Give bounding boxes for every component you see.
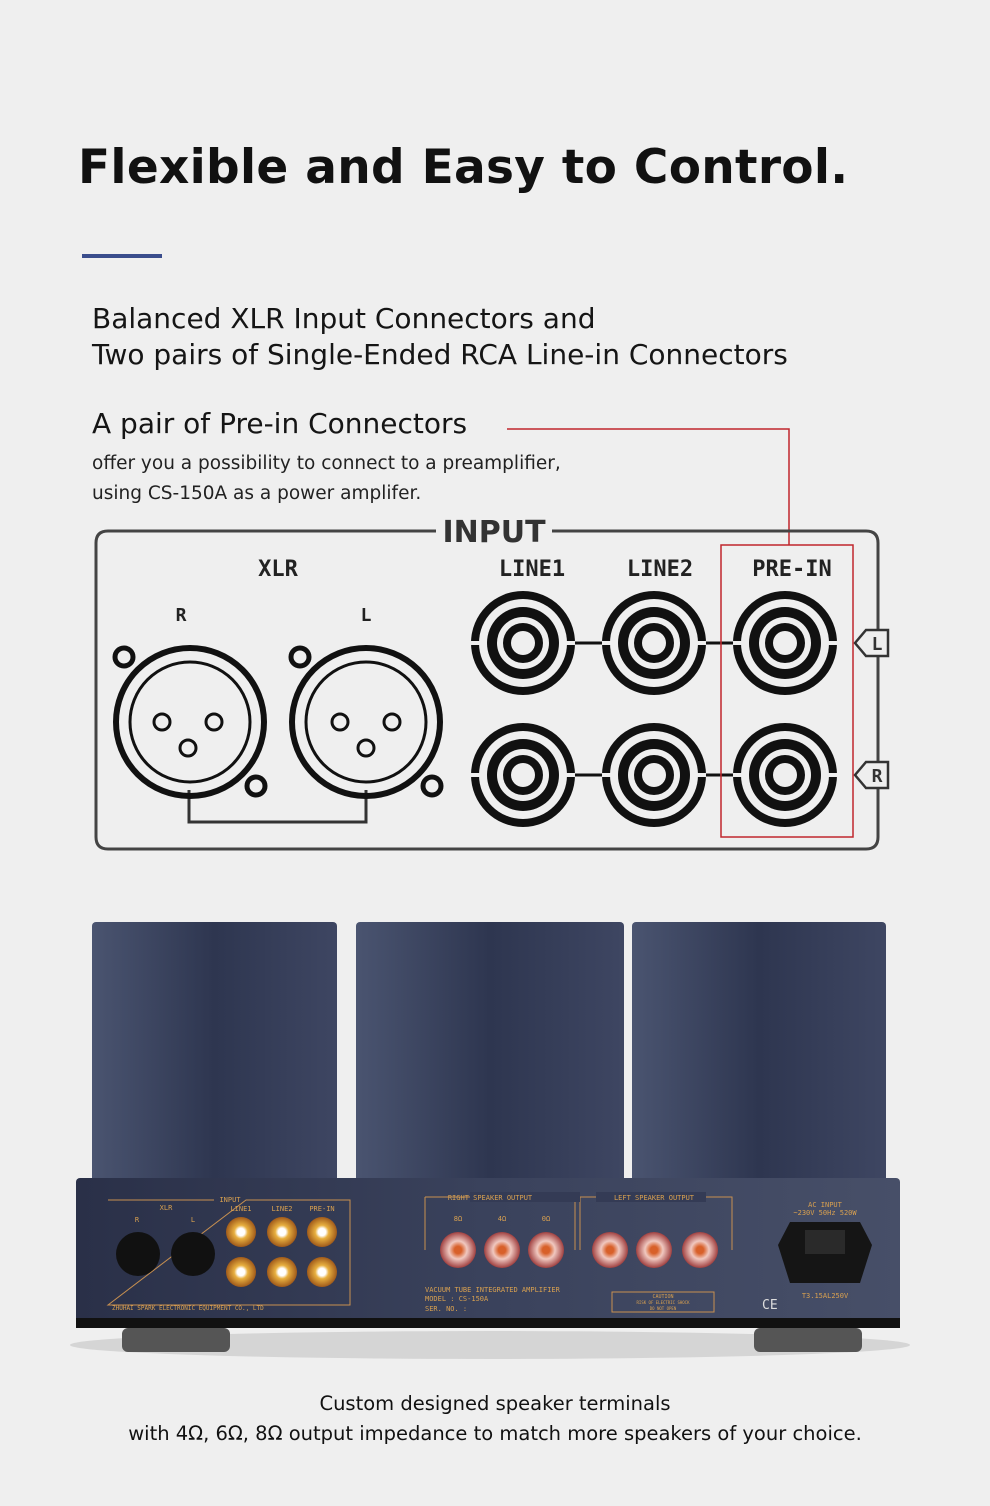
panel-product-text: VACUUM TUBE INTEGRATED AMPLIFIER [425,1286,561,1294]
panel-l-text: L [191,1216,195,1224]
panel-line1-text: LINE1 [230,1205,251,1213]
diagram-line2-label: LINE2 [627,557,693,582]
panel-left-output-text: LEFT SPEAKER OUTPUT [614,1194,695,1202]
panel-xlr-text: XLR [160,1204,173,1212]
rca-jack-line1-r [471,723,575,827]
panel-maker-text: ZHUHAI SPARK ELECTRONIC EQUIPMENT CO., L… [112,1305,264,1312]
feature-heading-line1: Balanced XLR Input Connectors and [92,302,596,335]
rca-jack-line1-l [471,591,575,695]
transformer-right [632,922,886,1182]
callout-line [507,428,790,545]
diagram-prein-label: PRE-IN [752,557,831,582]
tag-r: R [853,760,890,790]
prein-description-line2: using CS-150A as a power amplifer. [92,483,422,504]
diagram-xlr-l-label: L [361,605,372,626]
diagram-xlr-r-label: R [176,605,187,626]
rca-jack-prein-r [733,723,837,827]
panel-model-text: MODEL : CS-150A [425,1295,489,1303]
xlr-r-connector [112,645,268,799]
panel-caution2-text: RISK OF ELECTRIC SHOCK [637,1300,691,1305]
tag-r-text: R [872,766,883,787]
panel-right-output-text: RIGHT SPEAKER OUTPUT [448,1194,533,1202]
foot-right [754,1328,862,1352]
panel-prein-text: PRE-IN [309,1205,334,1213]
panel-r-text: R [135,1216,140,1224]
panel-serial-text: SER. NO. : [425,1305,467,1313]
rca-jack-line2-r [602,723,706,827]
tag-l-text: L [872,634,883,655]
tag-l: L [853,628,890,658]
foot-left [122,1328,230,1352]
diagram-panel-outline [94,529,880,851]
panel-caution-text: CAUTION [652,1294,673,1300]
input-connector-diagram: INPUT XLR R L LINE1 LINE2 PRE-IN L R [94,428,890,851]
panel-4ohm-text: 4Ω [498,1215,506,1223]
panel-ce-mark: CE [762,1298,778,1313]
prein-description-line1: offer you a possibility to connect to a … [92,453,561,474]
panel-0ohm-text: 0Ω [542,1215,550,1223]
panel-caution3-text: DO NOT OPEN [650,1306,677,1311]
rca-jack-line2-l [602,591,706,695]
xlr-link-line [187,790,368,824]
transformer-center [356,922,624,1182]
rca-jack-prein-l [733,591,837,695]
xlr-l-connector [288,645,444,799]
panel-line2-text: LINE2 [271,1205,292,1213]
panel-8ohm-text: 8Ω [454,1215,462,1223]
panel-input-text: INPUT [219,1196,241,1204]
caption-line2: with 4Ω, 6Ω, 8Ω output impedance to matc… [128,1422,862,1445]
panel-ac-spec-text: ~230V 50Hz 520W [793,1209,857,1217]
prein-highlight-box [720,544,854,838]
prein-heading: A pair of Pre-in Connectors [92,407,468,440]
panel-ac-input-text: AC INPUT [808,1201,843,1209]
panel-fuse-text: T3.15AL250V [802,1292,849,1300]
diagram-input-label: INPUT [442,515,546,550]
feature-heading-line2: Two pairs of Single-Ended RCA Line-in Co… [92,338,788,371]
title-accent-divider [82,254,162,258]
diagram-xlr-label: XLR [258,557,298,582]
amplifier-rear-photo: INPUT XLR R L LINE1 LINE2 PRE-IN ZHUHAI … [70,922,910,1359]
page-title: Flexible and Easy to Control. [78,140,849,195]
diagram-line1-label: LINE1 [499,557,565,582]
caption-line1: Custom designed speaker terminals [319,1392,671,1415]
transformer-left [92,922,337,1182]
rca-connectors [471,591,837,827]
